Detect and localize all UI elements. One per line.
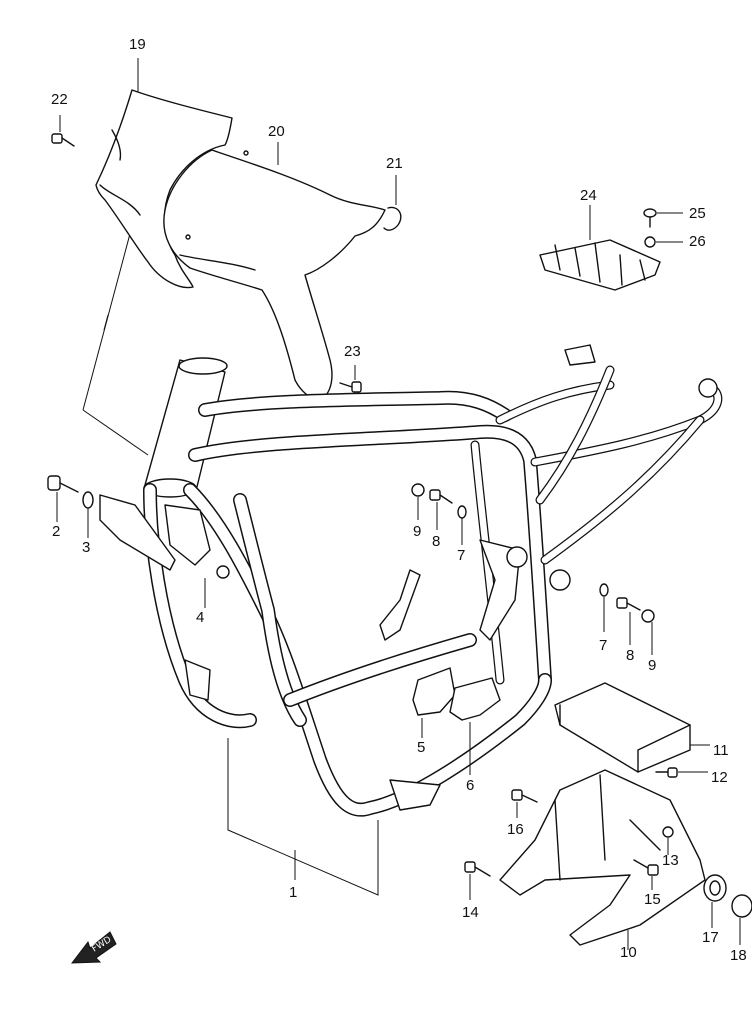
label-part-12: 12 bbox=[711, 769, 728, 786]
cushion-17 bbox=[703, 874, 727, 928]
washer-7-upper bbox=[457, 505, 467, 545]
bolt-14 bbox=[464, 861, 491, 900]
label-part-17: 17 bbox=[702, 929, 719, 946]
cover-panel-19 bbox=[95, 89, 233, 289]
label-part-26: 26 bbox=[689, 233, 706, 250]
battery-holder-10 bbox=[499, 769, 706, 950]
label-part-5: 5 bbox=[417, 739, 426, 756]
clip-21 bbox=[383, 206, 402, 231]
label-part-11: 11 bbox=[713, 742, 729, 759]
main-frame-1 bbox=[99, 344, 723, 817]
bolt-8-upper bbox=[429, 489, 453, 530]
label-part-18: 18 bbox=[730, 947, 747, 964]
label-part-16: 16 bbox=[507, 821, 524, 838]
bracket-24 bbox=[539, 205, 661, 291]
label-part-19: 19 bbox=[129, 36, 146, 53]
nut-26 bbox=[644, 236, 683, 248]
label-part-24: 24 bbox=[580, 187, 597, 204]
bolt-2 bbox=[47, 475, 79, 522]
cover-leader-lines bbox=[82, 214, 149, 456]
label-part-4: 4 bbox=[196, 609, 205, 626]
forward-arrow-icon: FWD bbox=[70, 931, 117, 964]
part-1-leader bbox=[227, 738, 379, 896]
bolt-23 bbox=[339, 365, 362, 393]
battery-cover-11 bbox=[554, 682, 710, 773]
bolt-13 bbox=[662, 826, 674, 855]
bolt-12 bbox=[655, 767, 708, 778]
label-part-10: 10 bbox=[620, 944, 637, 961]
washer-3 bbox=[82, 491, 94, 538]
label-part-9-upper: 9 bbox=[413, 523, 422, 540]
label-part-6: 6 bbox=[466, 777, 475, 794]
label-part-20: 20 bbox=[268, 123, 285, 140]
label-part-22: 22 bbox=[51, 91, 68, 108]
label-part-1: 1 bbox=[289, 884, 298, 901]
label-part-25: 25 bbox=[689, 205, 706, 222]
bolt-15 bbox=[633, 859, 659, 890]
screw-22 bbox=[51, 115, 75, 147]
label-part-9-right: 9 bbox=[648, 657, 657, 674]
label-part-15: 15 bbox=[644, 891, 661, 908]
nut-4 bbox=[204, 565, 230, 608]
cushion-18 bbox=[731, 894, 752, 945]
plate-5 bbox=[412, 667, 456, 716]
nut-9-right bbox=[641, 609, 655, 655]
bolt-16 bbox=[511, 789, 538, 818]
label-part-8-upper: 8 bbox=[432, 533, 441, 550]
label-part-3: 3 bbox=[82, 539, 91, 556]
bolt-8-right bbox=[616, 597, 641, 645]
screw-25 bbox=[643, 208, 683, 228]
label-part-7-upper: 7 bbox=[457, 547, 466, 564]
nut-9-upper bbox=[411, 483, 425, 520]
label-part-2: 2 bbox=[52, 523, 61, 540]
cover-panel-20 bbox=[163, 149, 386, 401]
label-part-8-right: 8 bbox=[626, 647, 635, 664]
plate-6 bbox=[449, 677, 501, 721]
label-part-13: 13 bbox=[662, 852, 679, 869]
washer-7-right bbox=[599, 583, 609, 632]
label-part-21: 21 bbox=[386, 155, 403, 172]
label-part-14: 14 bbox=[462, 904, 479, 921]
label-part-7-right: 7 bbox=[599, 637, 608, 654]
label-part-23: 23 bbox=[344, 343, 361, 360]
